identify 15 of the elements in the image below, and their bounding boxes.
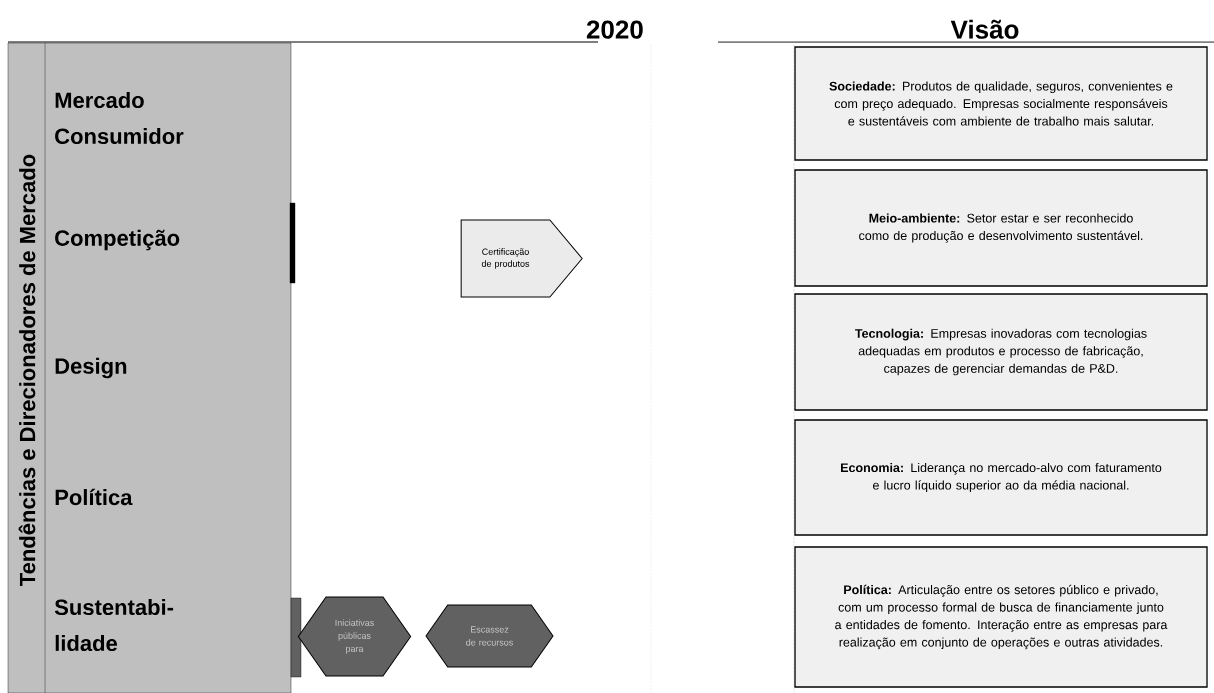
vertical-title: Tendências e Direcionadores de Mercado <box>18 154 36 586</box>
row-label: Design <box>55 357 127 379</box>
row-label: Sustentabi- lidade <box>54 598 174 652</box>
row-label: Mercado Consumidor <box>55 91 184 145</box>
row-label: Competição <box>55 229 180 251</box>
row-label: Política <box>55 488 133 506</box>
vision-box: Sociedade: Produtos de qualidade, seguros, convenientes e com preço adequado. Empresas socialmente responsáveis e sustentáveis com ambiente de trabalho mais salutar. <box>794 46 1208 161</box>
vision-box: Meio-ambiente: Setor estar e ser reconhecido como de produção e desenvolvimento sustentável. <box>794 169 1208 287</box>
bar <box>290 597 302 678</box>
column-heading: Visão <box>950 19 1019 39</box>
year-heading: 2020 <box>586 20 643 39</box>
vision-box: Economia: Liderança no mercado-alvo com faturamento e lucro líquido superior ao da média nacional. <box>794 419 1208 536</box>
vision-box: Tecnologia: Empresas inovadoras com tecnologias adequadas em produtos e processo de fabricação, capazes de gerenciar demandas de P&D. <box>794 293 1208 411</box>
bar <box>289 202 296 284</box>
vision-box: Política: Articulação entre os setores público e privado, com um processo formal de busca de financiamente junto a entidades de fomento. Interação entre as empresas para realização em conjunto de operações e outras atividades. <box>794 546 1208 688</box>
